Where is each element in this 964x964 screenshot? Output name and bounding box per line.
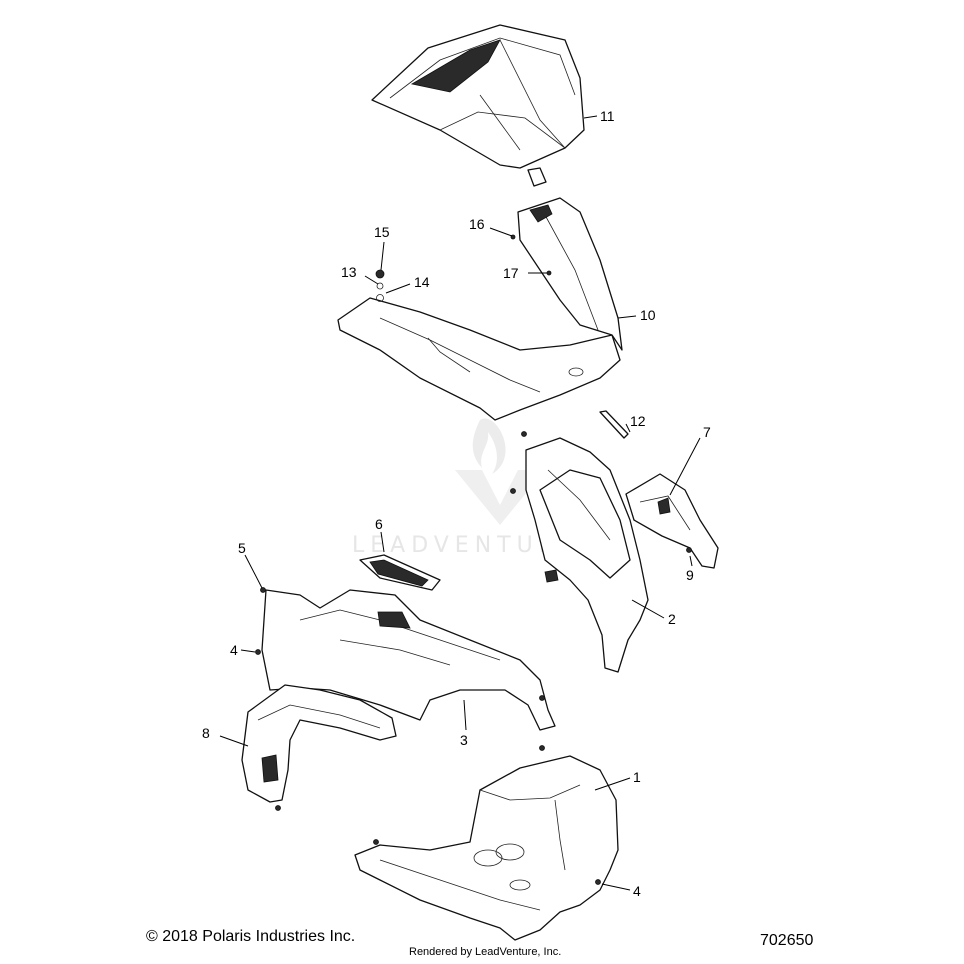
copyright-text: © 2018 Polaris Industries Inc. bbox=[146, 928, 356, 945]
callout-17[interactable]: 17 bbox=[503, 265, 519, 281]
watermark-flame-icon bbox=[472, 418, 506, 474]
part-11-hood[interactable] bbox=[371, 24, 585, 187]
callout-4[interactable]: 4 bbox=[230, 642, 238, 658]
fastener-misc[interactable] bbox=[539, 745, 545, 751]
fastener-misc[interactable] bbox=[275, 805, 281, 811]
part-12-rod[interactable] bbox=[599, 410, 629, 439]
leader-lines bbox=[219, 115, 701, 891]
part-2-side-panel[interactable] bbox=[525, 437, 649, 673]
fastener-9[interactable] bbox=[686, 547, 692, 553]
fastener-misc[interactable] bbox=[539, 695, 545, 701]
diagram-number: 702650 bbox=[760, 932, 814, 949]
watermark: LEADVENTURE bbox=[352, 418, 580, 558]
callout-10[interactable]: 10 bbox=[640, 307, 656, 323]
fastener-17[interactable] bbox=[546, 270, 552, 276]
fastener-14[interactable] bbox=[376, 294, 384, 302]
callout-labels: 1 2 3 4 4 5 6 7 8 9 10 11 12 13 14 15 16… bbox=[202, 108, 711, 899]
callout-5[interactable]: 5 bbox=[238, 540, 246, 556]
callout-13[interactable]: 13 bbox=[341, 264, 357, 280]
fastener-4a[interactable] bbox=[255, 649, 261, 655]
fastener-misc[interactable] bbox=[510, 488, 516, 494]
part-7-fender[interactable] bbox=[625, 473, 719, 569]
part-3-front-body[interactable] bbox=[261, 589, 556, 731]
watermark-v-icon bbox=[455, 470, 545, 525]
callout-1[interactable]: 1 bbox=[633, 769, 641, 785]
callout-14[interactable]: 14 bbox=[414, 274, 430, 290]
callout-11[interactable]: 11 bbox=[600, 108, 615, 124]
callout-3[interactable]: 3 bbox=[460, 732, 468, 748]
callout-4[interactable]: 4 bbox=[633, 883, 641, 899]
callout-15[interactable]: 15 bbox=[374, 224, 390, 240]
part-6-vent-grille[interactable] bbox=[359, 554, 441, 591]
fastener-5[interactable] bbox=[260, 587, 266, 593]
fastener-4b[interactable] bbox=[595, 879, 601, 885]
callout-12[interactable]: 12 bbox=[630, 413, 646, 429]
part-1-floor-console[interactable] bbox=[354, 755, 619, 941]
callout-7[interactable]: 7 bbox=[703, 424, 711, 440]
part-8-lower-panel[interactable] bbox=[241, 684, 397, 803]
fastener-13[interactable] bbox=[376, 282, 384, 290]
fastener-misc[interactable] bbox=[521, 431, 527, 437]
callout-9[interactable]: 9 bbox=[686, 567, 694, 583]
callout-16[interactable]: 16 bbox=[469, 216, 485, 232]
callout-6[interactable]: 6 bbox=[375, 516, 383, 532]
callout-2[interactable]: 2 bbox=[668, 611, 676, 627]
part-10-dash-panel[interactable] bbox=[337, 197, 623, 421]
callout-8[interactable]: 8 bbox=[202, 725, 210, 741]
rendered-by-text: Rendered by LeadVenture, Inc. bbox=[409, 946, 562, 958]
watermark-text: LEADVENTURE bbox=[352, 533, 580, 558]
fastener-misc[interactable] bbox=[373, 839, 379, 845]
fastener-15[interactable] bbox=[375, 269, 385, 279]
